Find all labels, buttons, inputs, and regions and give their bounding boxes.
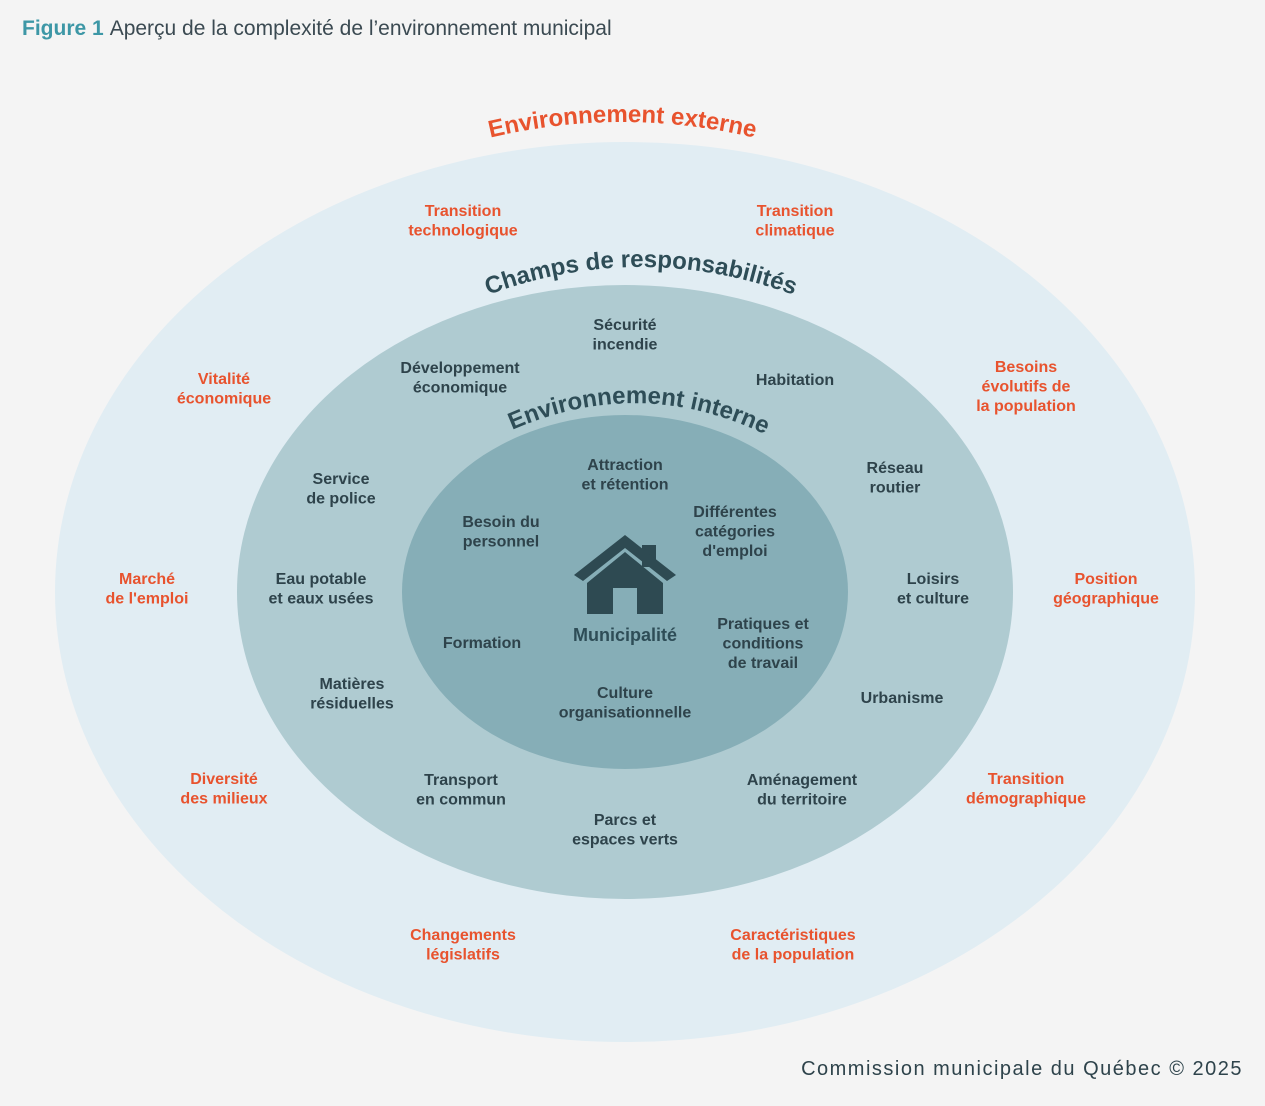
external-factor-3-line-1: évolutifs de (982, 379, 1071, 396)
copyright-credit: Commission municipale du Québec © 2025 (801, 1058, 1243, 1080)
external-factor-6-line-1: des milieux (180, 791, 267, 808)
external-factor-2-line-1: économique (177, 391, 271, 408)
responsibility-10-line-1: du territoire (757, 792, 847, 809)
responsibility-7-line-1: résiduelles (310, 696, 394, 713)
responsibility-10: Aménagement du territoire (747, 772, 858, 809)
responsibility-3: Service de police (306, 471, 375, 508)
external-factor-8: Changements législatifs (410, 927, 516, 964)
external-factor-0: Transition technologique (408, 203, 517, 240)
responsibility-3-line-0: Service (313, 471, 370, 488)
responsibility-0-line-0: Sécurité (593, 317, 656, 334)
responsibility-6-line-0: Loisirs (907, 571, 960, 588)
responsibility-4: Réseau routier (867, 460, 924, 497)
internal-factor-1-line-1: personnel (463, 534, 539, 551)
internal-factor-2: Différentes catégories d'emploi (693, 504, 777, 560)
internal-factor-4-line-0: Formation (443, 635, 521, 652)
responsibility-7: Matières résiduelles (310, 676, 394, 713)
external-factor-9-line-1: de la population (732, 947, 855, 964)
external-factor-8-line-0: Changements (410, 927, 516, 944)
responsibility-6: Loisirs et culture (897, 571, 969, 608)
municipality-label: Municipalité (573, 625, 677, 645)
responsibility-1-line-0: Développement (400, 360, 520, 377)
internal-factor-0: Attraction et rétention (581, 457, 668, 494)
responsibility-4-line-1: routier (870, 480, 921, 497)
internal-factor-3: Pratiques et conditions de travail (717, 616, 809, 672)
external-factor-1-line-0: Transition (757, 203, 833, 220)
internal-factor-5-line-1: organisationnelle (559, 705, 692, 722)
external-factor-9-line-0: Caractéristiques (730, 927, 855, 944)
external-factor-9: Caractéristiques de la population (730, 927, 855, 964)
inner-ring-internal-environment (402, 415, 848, 769)
external-factor-1-line-1: climatique (755, 223, 834, 240)
responsibility-4-line-0: Réseau (867, 460, 924, 477)
responsibility-5-line-1: et eaux usées (269, 591, 374, 608)
responsibility-9-line-0: Transport (424, 772, 498, 789)
external-factor-0-line-1: technologique (408, 223, 517, 240)
external-factor-7-line-0: Transition (988, 771, 1064, 788)
responsibility-11-line-1: espaces verts (572, 832, 678, 849)
internal-factor-2-line-2: d'emploi (702, 543, 767, 560)
responsibility-1-line-1: économique (413, 380, 507, 397)
external-factor-1: Transition climatique (755, 203, 834, 240)
internal-factor-3-line-1: conditions (723, 636, 804, 653)
internal-factor-3-line-2: de travail (728, 655, 798, 672)
external-factor-3: Besoins évolutifs de la population (976, 359, 1076, 415)
responsibility-9: Transport en commun (416, 772, 506, 809)
responsibility-0: Sécurité incendie (593, 317, 658, 354)
internal-factor-1: Besoin du personnel (462, 514, 539, 551)
external-factor-5-line-0: Position (1074, 571, 1137, 588)
external-factor-5: Position géographique (1053, 571, 1159, 608)
figure-caption: Aperçu de la complexité de l’environneme… (109, 17, 612, 40)
responsibility-11-line-0: Parcs et (594, 812, 657, 829)
external-factor-0-line-0: Transition (425, 203, 501, 220)
responsibility-2-line-0: Habitation (756, 372, 834, 389)
external-factor-3-line-2: la population (976, 398, 1076, 415)
outer-ring-title-path: Environnement externe (486, 101, 760, 144)
responsibility-6-line-1: et culture (897, 591, 969, 608)
external-factor-2-line-0: Vitalité (198, 371, 250, 388)
responsibility-7-line-0: Matières (320, 676, 385, 693)
responsibility-5: Eau potable et eaux usées (269, 571, 374, 608)
external-factor-6-line-0: Diversité (190, 771, 258, 788)
external-factor-4: Marché de l'emploi (106, 571, 189, 608)
responsibility-8: Urbanisme (861, 690, 944, 707)
internal-factor-1-line-0: Besoin du (462, 514, 539, 531)
house-icon (574, 535, 676, 614)
internal-factor-2-line-0: Différentes (693, 504, 777, 521)
outer-ring-title: Environnement externe (486, 101, 760, 144)
responsibility-5-line-0: Eau potable (276, 571, 367, 588)
external-factor-7: Transition démographique (966, 771, 1086, 808)
responsibility-8-line-0: Urbanisme (861, 690, 944, 707)
responsibility-11: Parcs et espaces verts (572, 812, 678, 849)
external-factor-8-line-1: législatifs (426, 947, 500, 964)
responsibility-1: Développement économique (400, 360, 520, 397)
internal-factor-4: Formation (443, 635, 521, 652)
external-factor-5-line-1: géographique (1053, 591, 1159, 608)
external-factor-4-line-0: Marché (119, 571, 175, 588)
responsibility-9-line-1: en commun (416, 792, 506, 809)
figure-label: Figure 1 (22, 17, 104, 40)
external-factor-7-line-1: démographique (966, 791, 1086, 808)
responsibility-2: Habitation (756, 372, 834, 389)
internal-factor-0-line-0: Attraction (587, 457, 663, 474)
responsibility-10-line-0: Aménagement (747, 772, 858, 789)
internal-factor-0-line-1: et rétention (581, 477, 668, 494)
external-factor-3-line-0: Besoins (995, 359, 1057, 376)
internal-factor-2-line-1: catégories (695, 524, 775, 541)
responsibility-3-line-1: de police (306, 491, 375, 508)
responsibility-0-line-1: incendie (593, 337, 658, 354)
internal-factor-5: Culture organisationnelle (559, 685, 692, 722)
internal-factor-3-line-0: Pratiques et (717, 616, 809, 633)
external-factor-6: Diversité des milieux (180, 771, 267, 808)
external-factor-4-line-1: de l'emploi (106, 591, 189, 608)
internal-factor-5-line-0: Culture (597, 685, 653, 702)
external-factor-2: Vitalité économique (177, 371, 271, 408)
